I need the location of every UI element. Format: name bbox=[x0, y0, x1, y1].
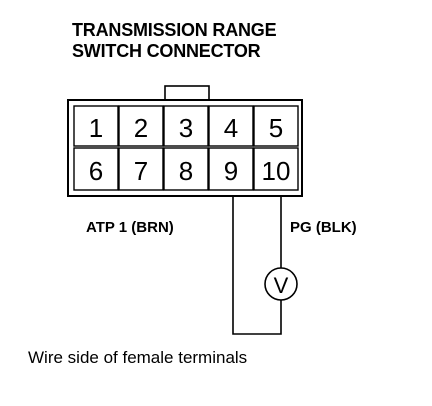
pin-number: 2 bbox=[134, 113, 148, 143]
title-line-1: TRANSMISSION RANGE bbox=[72, 20, 277, 40]
pin-number: 1 bbox=[89, 113, 103, 143]
terminal-cell-6 bbox=[73, 147, 119, 191]
pin-number: 8 bbox=[179, 156, 193, 186]
pin-number: 7 bbox=[134, 156, 148, 186]
connector-bottom-row bbox=[73, 147, 299, 191]
voltmeter-icon bbox=[264, 267, 298, 301]
terminal-cell-2 bbox=[118, 105, 164, 147]
voltmeter-symbol: V bbox=[274, 273, 289, 298]
pin-number: 6 bbox=[89, 156, 103, 186]
connector-lock-tab bbox=[164, 85, 210, 101]
right-wire-label: PG (BLK) bbox=[290, 219, 357, 236]
terminal-cell-9 bbox=[208, 147, 254, 191]
test-wiring bbox=[232, 196, 282, 335]
terminal-cell-10 bbox=[253, 147, 299, 191]
terminal-cell-5 bbox=[253, 105, 299, 147]
pin-number: 9 bbox=[224, 156, 238, 186]
terminal-cell-8 bbox=[163, 147, 209, 191]
pin-number: 4 bbox=[224, 113, 238, 143]
diagram-title: TRANSMISSION RANGE SWITCH CONNECTOR bbox=[72, 20, 277, 62]
left-test-lead bbox=[232, 196, 282, 335]
terminal-cell-1 bbox=[73, 105, 119, 147]
title-line-2: SWITCH CONNECTOR bbox=[72, 41, 261, 61]
terminal-cell-4 bbox=[208, 105, 254, 147]
terminal-cell-7 bbox=[118, 147, 164, 191]
pin-number: 3 bbox=[179, 113, 193, 143]
pin-number: 5 bbox=[269, 113, 283, 143]
terminal-cell-3 bbox=[163, 105, 209, 147]
pin-number: 10 bbox=[262, 156, 291, 186]
connector-top-row bbox=[73, 105, 299, 147]
diagram-caption: Wire side of female terminals bbox=[28, 348, 248, 367]
left-wire-label: ATP 1 (BRN) bbox=[86, 219, 174, 236]
